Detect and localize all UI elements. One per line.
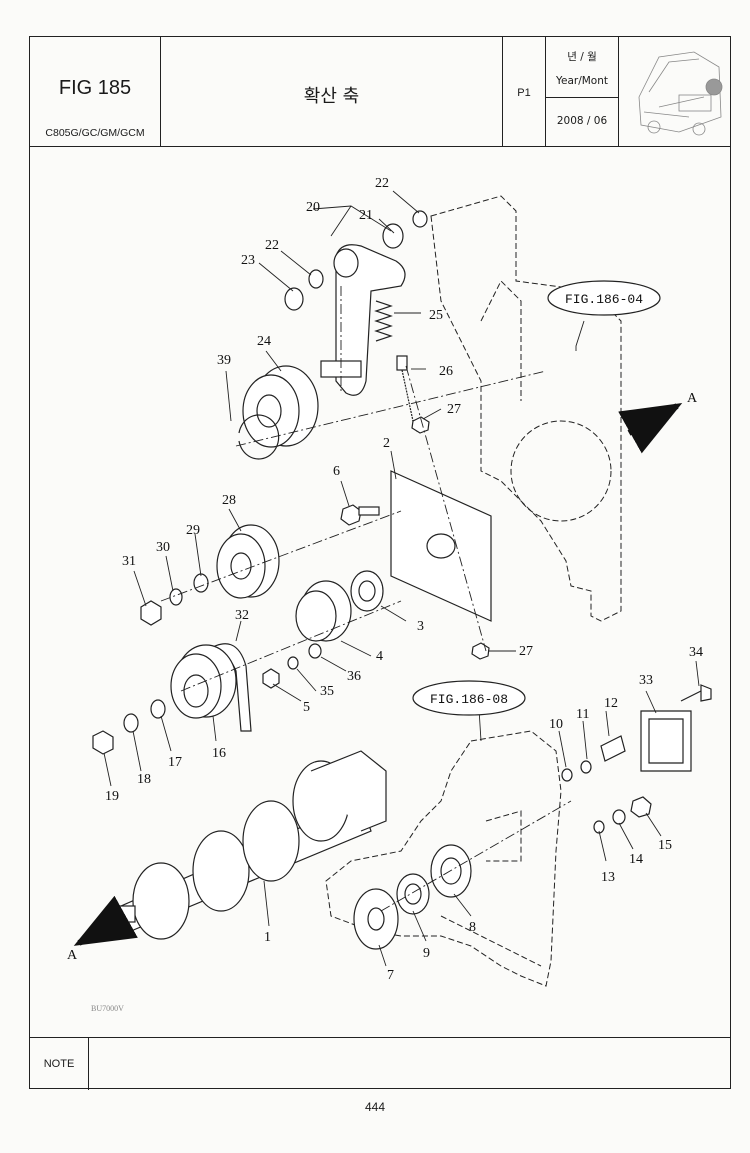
hex-bolt — [340, 504, 380, 526]
page-frame: FIG 185 C805G/GC/GM/GCM 확산 축 P1 년 / 월 Ye… — [29, 36, 731, 1090]
page-number: 444 — [364, 1100, 386, 1114]
callout-18: 18 — [137, 772, 151, 787]
callout-29: 29 — [186, 523, 200, 538]
callout-11: 11 — [576, 707, 589, 722]
idler-pulley — [238, 365, 319, 460]
fig-title: FIG 185 — [58, 77, 132, 99]
callout-19: 19 — [105, 789, 119, 804]
arrow-left-label: A — [67, 948, 78, 963]
mounting-plate — [390, 470, 492, 622]
callout-6: 6 — [333, 464, 340, 479]
ref-fig-upper: FIG.186-04 — [547, 280, 661, 316]
drawing-code: BU7000V — [91, 1004, 124, 1013]
callout-2: 2 — [383, 436, 390, 451]
callout-21: 21 — [359, 208, 373, 223]
callout-30: 30 — [156, 540, 170, 555]
callout-28: 28 — [222, 493, 236, 508]
callout-39: 39 — [217, 353, 231, 368]
callout-15: 15 — [658, 838, 672, 853]
exploded-diagram: FIG.186-04 FIG.186-08 A A BU7000V 22 20 … — [67, 176, 712, 1013]
ref-fig-upper-label: FIG.186-04 — [565, 292, 643, 307]
note-row: NOTE — [30, 1037, 730, 1090]
arrow-right-label: A — [687, 391, 698, 406]
callout-24: 24 — [257, 334, 271, 349]
callout-22a: 22 — [375, 176, 389, 191]
callout-12: 12 — [604, 696, 618, 711]
drive-pulley-large — [92, 643, 252, 755]
arrow-right: A — [618, 391, 698, 454]
lower-bearing-assembly — [353, 844, 472, 950]
callout-8: 8 — [469, 920, 476, 935]
callout-35: 35 — [320, 684, 334, 699]
drive-pulley-small — [140, 524, 280, 626]
callout-5: 5 — [303, 700, 310, 715]
callout-27a: 27 — [447, 402, 461, 417]
callout-4: 4 — [376, 649, 383, 664]
callout-20: 20 — [306, 200, 320, 215]
note-label: NOTE — [30, 1038, 89, 1090]
page-title: 확산 축 — [303, 86, 360, 107]
spring — [374, 300, 393, 342]
spreader-auger-shaft — [112, 750, 387, 940]
callout-23: 23 — [241, 253, 255, 268]
arrow-left: A — [67, 895, 138, 963]
callout-14: 14 — [629, 852, 643, 867]
cover-hardware — [561, 684, 712, 834]
machine-thumbnail — [638, 51, 723, 136]
ref-fig-lower-label: FIG.186-08 — [430, 692, 508, 707]
frame-plate-lower — [325, 730, 562, 987]
callout-13: 13 — [601, 870, 615, 885]
ref-fig-lower: FIG.186-08 — [412, 680, 526, 716]
assembly-axes — [160, 286, 572, 912]
header-block: FIG 185 C805G/GC/GM/GCM 확산 축 P1 년 / 월 Ye… — [30, 37, 730, 147]
callout-1: 1 — [264, 930, 271, 945]
frame-plate-upper — [430, 195, 622, 622]
callout-9: 9 — [423, 946, 430, 961]
callout-3: 3 — [417, 619, 424, 634]
callout-16: 16 — [212, 746, 226, 761]
callout-34: 34 — [689, 645, 703, 660]
callout-33: 33 — [639, 673, 653, 688]
callout-31: 31 — [122, 554, 136, 569]
tension-arm — [284, 210, 428, 396]
date-value: 2008 / 06 — [556, 115, 608, 127]
page-label: P1 — [517, 87, 531, 99]
callout-25: 25 — [429, 308, 443, 323]
callout-10: 10 — [549, 717, 563, 732]
callout-7: 7 — [387, 968, 394, 983]
model-code: C805G/GC/GM/GCM — [45, 127, 145, 139]
callout-27b: 27 — [519, 644, 533, 659]
bearing-flange — [262, 570, 384, 689]
callout-36: 36 — [347, 669, 361, 684]
date-label-ko: 년 / 월 — [567, 51, 597, 63]
callout-leaders — [103, 190, 700, 967]
callout-32: 32 — [235, 608, 249, 623]
callout-numbers: 22 20 21 22 23 25 24 39 26 27 2 6 28 29 … — [105, 176, 703, 983]
date-label-en: Year/Mont — [555, 75, 609, 87]
callout-26: 26 — [439, 364, 453, 379]
callout-17: 17 — [168, 755, 182, 770]
callout-22b: 22 — [265, 238, 279, 253]
